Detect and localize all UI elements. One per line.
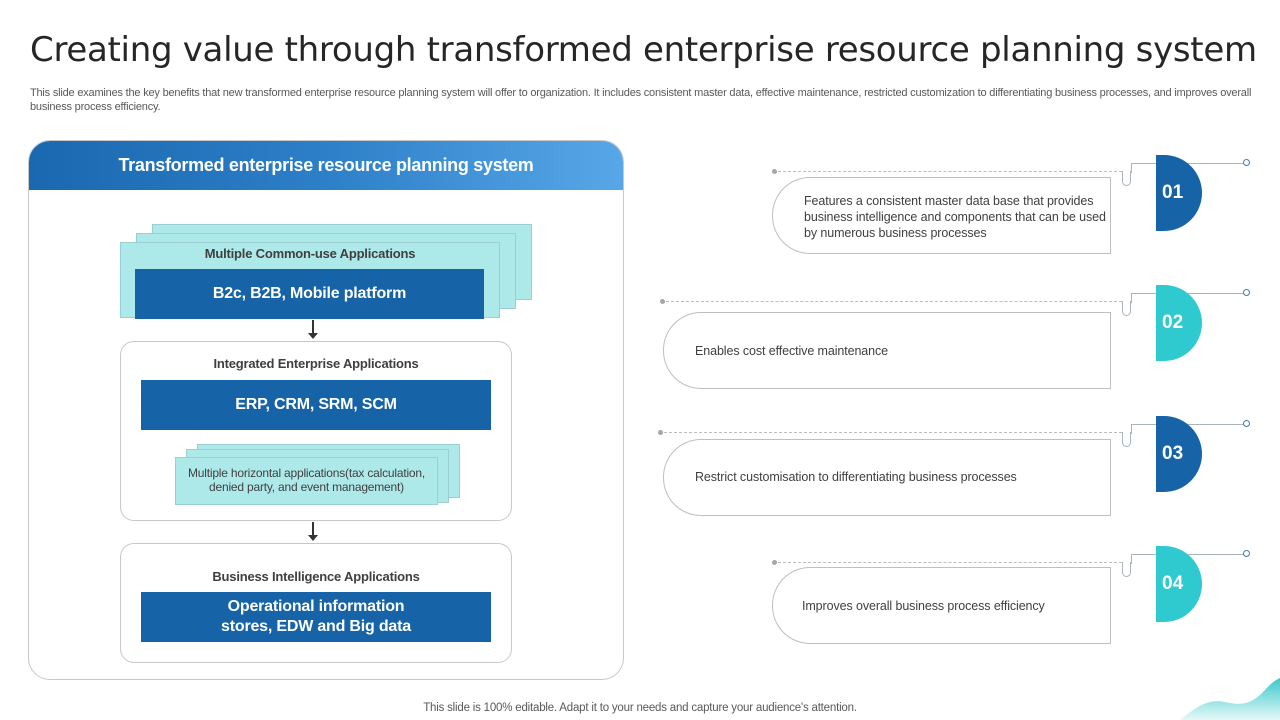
benefit-card [811,177,1111,254]
number-badge: 04 [1156,546,1202,622]
down-arrow-icon [308,320,318,339]
decorative-wave-icon [1180,678,1280,720]
connector-dot [772,560,777,565]
slide-title: Creating value through transformed enter… [30,30,1257,70]
dashed-connector [666,301,1122,302]
connector-ring [1243,289,1250,296]
connector-dot [660,299,665,304]
layer-bar: B2c, B2B, Mobile platform [135,269,484,319]
layer-bar: ERP, CRM, SRM, SCM [141,380,491,430]
connector-line [1131,293,1132,303]
stack-sheet-front [175,457,438,505]
connector-line [1131,424,1132,434]
benefit-text: Improves overall business process effici… [802,599,1045,613]
number-badge: 01 [1156,155,1202,231]
connector-hook [1122,171,1131,186]
slide-subtitle: This slide examines the key benefits tha… [30,87,1252,113]
horizontal-applications-text: Multiple horizontal applications(tax cal… [188,466,425,494]
connector-dot [658,430,663,435]
down-arrow-icon [308,522,318,541]
number-badge: 03 [1156,416,1202,492]
connector-ring [1243,550,1250,557]
layer-label: Business Intelligence Applications [212,569,420,584]
dashed-connector [664,432,1122,433]
panel-header: Transformed enterprise resource planning… [29,141,623,190]
footer-note: This slide is 100% editable. Adapt it to… [423,702,857,714]
connector-hook [1122,301,1131,316]
connector-ring [1243,420,1250,427]
benefit-text: Restrict customisation to differentiatin… [695,470,1017,484]
benefit-card [702,439,1111,516]
layer-label: Integrated Enterprise Applications [213,356,419,371]
connector-line [1131,163,1132,173]
benefit-text: Features a consistent master data base t… [804,194,1106,240]
dashed-connector [778,171,1122,172]
connector-line [1131,554,1132,564]
dashed-connector [778,562,1122,563]
number-badge: 02 [1156,285,1202,361]
layer-label: Multiple Common-use Applications [204,246,416,261]
connector-dot [772,169,777,174]
layer-bar: Operational information stores, EDW and … [141,592,491,642]
benefit-card [702,312,1111,389]
connector-hook [1122,432,1131,447]
benefit-text: Enables cost effective maintenance [695,344,889,358]
connector-hook [1122,562,1131,577]
connector-ring [1243,159,1250,166]
benefit-card [811,567,1111,644]
